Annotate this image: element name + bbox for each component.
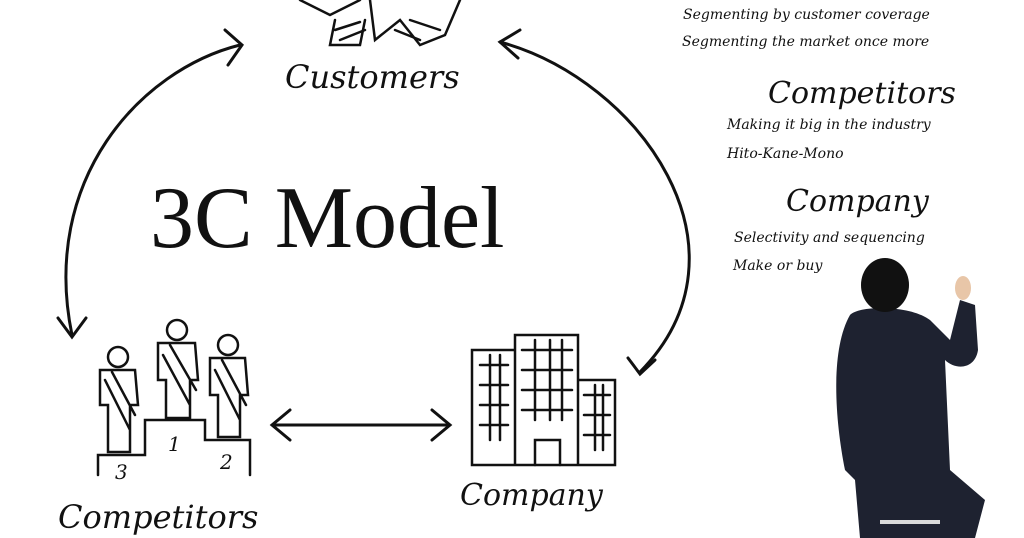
competitors-note-2: Hito-Kane-Mono bbox=[727, 146, 844, 162]
podium-rank-1: 1 bbox=[168, 432, 181, 456]
podium-rank-3: 3 bbox=[115, 460, 128, 484]
company-note-1: Selectivity and sequencing bbox=[734, 230, 925, 246]
arrow-competitors-company bbox=[269, 408, 453, 442]
arrowhead bbox=[497, 28, 657, 377]
company-note-2: Make or buy bbox=[733, 258, 823, 274]
company-heading: Company bbox=[786, 184, 929, 219]
customers-label: Customers bbox=[285, 58, 460, 96]
customers-note-2: Segmenting the market once more bbox=[682, 34, 930, 50]
company-buildings-icon bbox=[470, 333, 617, 467]
podium-rank-2: 2 bbox=[220, 450, 233, 474]
diagram-title: 3C Model bbox=[150, 170, 505, 267]
competitors-note-1: Making it big in the industry bbox=[727, 117, 931, 133]
competitors-heading: Competitors bbox=[768, 76, 956, 111]
arrow-customers-to-competitors bbox=[64, 43, 242, 337]
customers-icon bbox=[298, 0, 462, 47]
arrow-company-to-customers bbox=[498, 40, 691, 374]
customers-note-1: Segmenting by customer coverage bbox=[683, 7, 930, 23]
competitors-label: Competitors bbox=[58, 498, 259, 536]
competitors-podium-icon bbox=[96, 318, 252, 477]
businessman-image bbox=[836, 258, 985, 538]
company-label: Company bbox=[460, 478, 603, 513]
arrowhead bbox=[56, 28, 244, 340]
